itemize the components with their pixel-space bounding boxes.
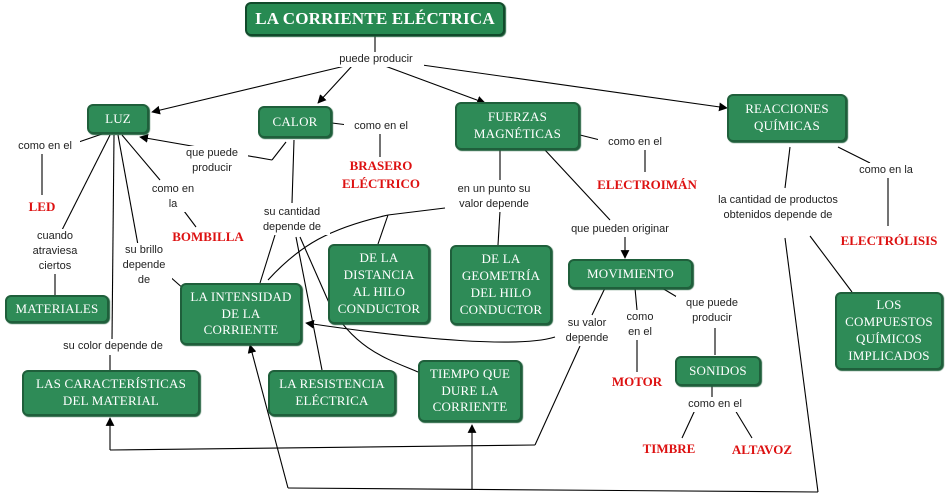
- node-luz: LUZ: [87, 104, 149, 134]
- node-sonidos: SONIDOS: [675, 356, 761, 386]
- node-compuestos: LOS COMPUESTOS QUÍMICOS IMPLICADOS: [835, 292, 943, 370]
- link-que-puede-producir-sonidos: que puede producir: [676, 296, 748, 326]
- link-como-en-la-electrolisis: como en la: [849, 163, 923, 178]
- example-timbre: TIMBRE: [640, 440, 698, 458]
- example-brasero: BRASERO ELÉCTRICO: [336, 157, 426, 193]
- link-como-en-el-led: como en el: [10, 139, 80, 154]
- node-reacciones-quimicas: REACCIONES QUÍMICAS: [727, 94, 847, 142]
- link-su-brillo: su brillo depende de: [116, 243, 172, 288]
- example-bombilla: BOMBILLA: [168, 228, 248, 246]
- example-altavoz: ALTAVOZ: [726, 441, 798, 459]
- example-electrolisis: ELECTRÓLISIS: [834, 232, 944, 250]
- link-su-valor-depende: su valor depende: [556, 316, 618, 346]
- link-cuando-atraviesa: cuando atraviesa ciertos: [28, 229, 82, 274]
- link-como-en-la-bombilla: como en la: [146, 182, 200, 212]
- node-intensidad: LA INTENSIDAD DE LA CORRIENTE: [180, 283, 302, 345]
- link-como-en-el-brasero: como en el: [344, 119, 418, 134]
- link-como-en-el-motor: como en el: [618, 310, 662, 340]
- node-movimiento: MOVIMIENTO: [568, 259, 693, 289]
- node-fuerzas-magneticas: FUERZAS MAGNÉTICAS: [455, 102, 580, 150]
- link-la-cantidad: la cantidad de productos obtenidos depen…: [712, 193, 844, 223]
- node-calor: CALOR: [258, 106, 332, 138]
- example-led: LED: [24, 198, 60, 216]
- node-caracteristicas: LAS CARACTERÍSTICAS DEL MATERIAL: [22, 370, 200, 416]
- node-distancia: DE LA DISTANCIA AL HILO CONDUCTOR: [328, 244, 430, 324]
- example-motor: MOTOR: [608, 373, 666, 391]
- example-electroiman: ELECTROIMÁN: [594, 176, 700, 194]
- title-node: LA CORRIENTE ELÉCTRICA: [245, 2, 505, 36]
- link-su-color: su color depende de: [50, 339, 176, 354]
- node-tiempo: TIEMPO QUE DURE LA CORRIENTE: [418, 360, 522, 422]
- link-como-en-el-sonidos: como en el: [678, 397, 752, 412]
- link-en-un-punto: en un punto su valor depende: [446, 182, 542, 212]
- node-materiales: MATERIALES: [5, 295, 109, 323]
- link-como-en-el-electroiman: como en el: [598, 135, 672, 150]
- link-su-cantidad: su cantidad depende de: [254, 205, 330, 235]
- link-que-puede-producir: que puede producir: [176, 146, 248, 176]
- node-resistencia: LA RESISTENCIA ELÉCTRICA: [268, 370, 396, 416]
- node-geometria: DE LA GEOMETRÍA DEL HILO CONDUCTOR: [450, 245, 552, 325]
- link-que-pueden-originar: que pueden originar: [558, 222, 682, 237]
- link-puede-producir: puede producir: [328, 52, 424, 67]
